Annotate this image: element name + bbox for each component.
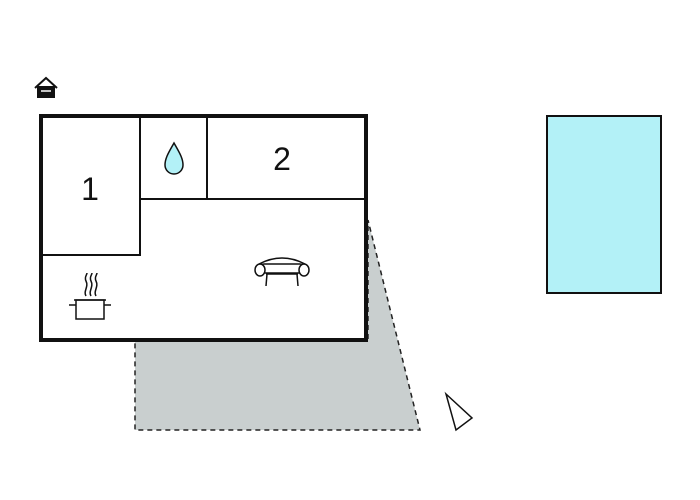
water-drop-icon xyxy=(164,141,184,175)
pool xyxy=(546,115,662,294)
terrace-area xyxy=(134,219,421,431)
sofa-icon xyxy=(254,257,310,287)
room-label-1: 1 xyxy=(81,171,99,207)
cooking-pot-icon xyxy=(69,272,111,320)
north-arrow-icon xyxy=(444,391,474,432)
interior-walls xyxy=(42,117,365,256)
room-label-2: 2 xyxy=(273,141,291,177)
house-icon xyxy=(34,76,58,98)
